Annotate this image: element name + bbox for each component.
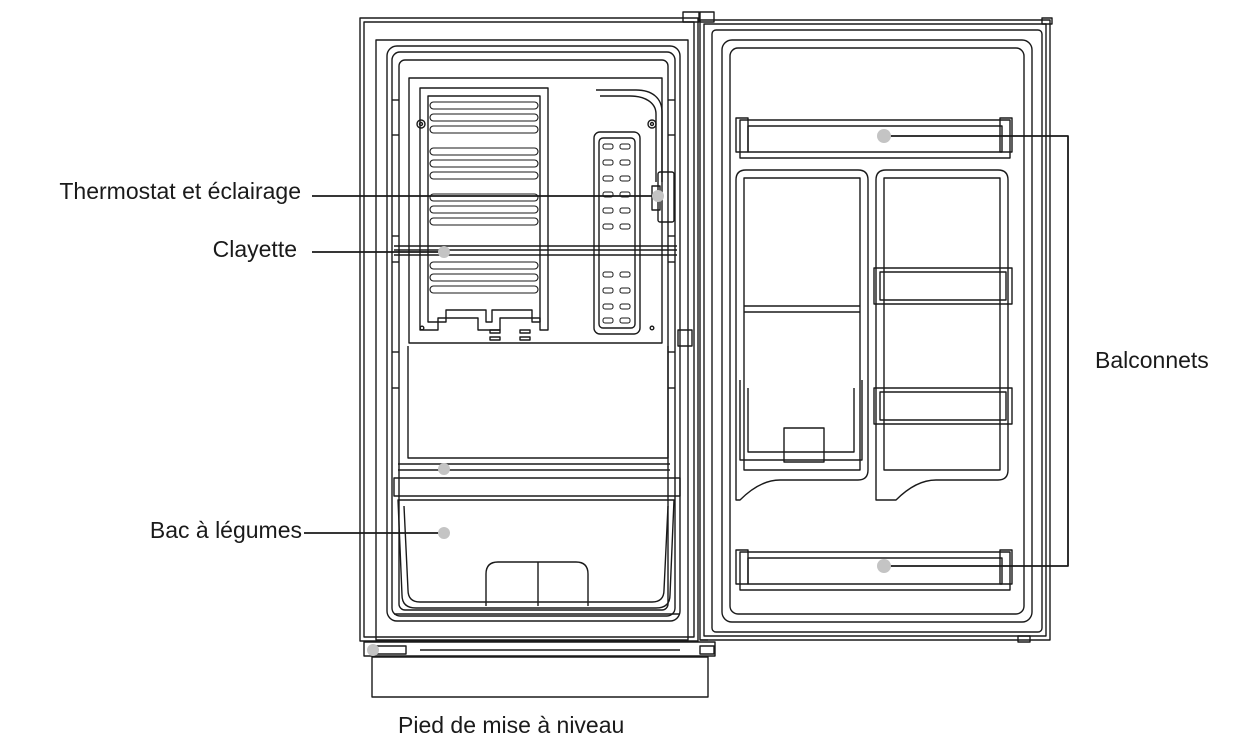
- door-balcony-bottom: [735, 549, 1013, 591]
- label-bac-a-legumes: Bac à légumes: [149, 517, 302, 543]
- crisper-drawer: [394, 499, 680, 615]
- cabinet-body: [359, 11, 715, 642]
- label-balconnets: Balconnets: [1095, 347, 1209, 373]
- leader-lines: [304, 135, 1069, 567]
- door: [699, 17, 1053, 643]
- label-clayette: Clayette: [212, 236, 297, 262]
- marker-crisper-cover: [438, 463, 450, 475]
- marker-thermostat: [652, 190, 664, 202]
- door-right-column: [873, 169, 1013, 501]
- marker-balcony-bottom: [877, 559, 891, 573]
- marker-foot: [367, 644, 379, 656]
- marker-clayette: [438, 246, 450, 258]
- door-egg-tray: [735, 169, 869, 501]
- label-thermostat: Thermostat et éclairage: [59, 178, 301, 204]
- evaporator-plate: [408, 77, 663, 344]
- marker-bac: [438, 527, 450, 539]
- base-plinth: [363, 641, 716, 698]
- leader-balconnets: [884, 135, 1069, 567]
- crisper-cover: [393, 346, 681, 497]
- door-balcony-top: [735, 117, 1013, 159]
- label-pied-de-mise-a-niveau: Pied de mise à niveau: [398, 712, 625, 738]
- marker-balcony-top: [877, 129, 891, 143]
